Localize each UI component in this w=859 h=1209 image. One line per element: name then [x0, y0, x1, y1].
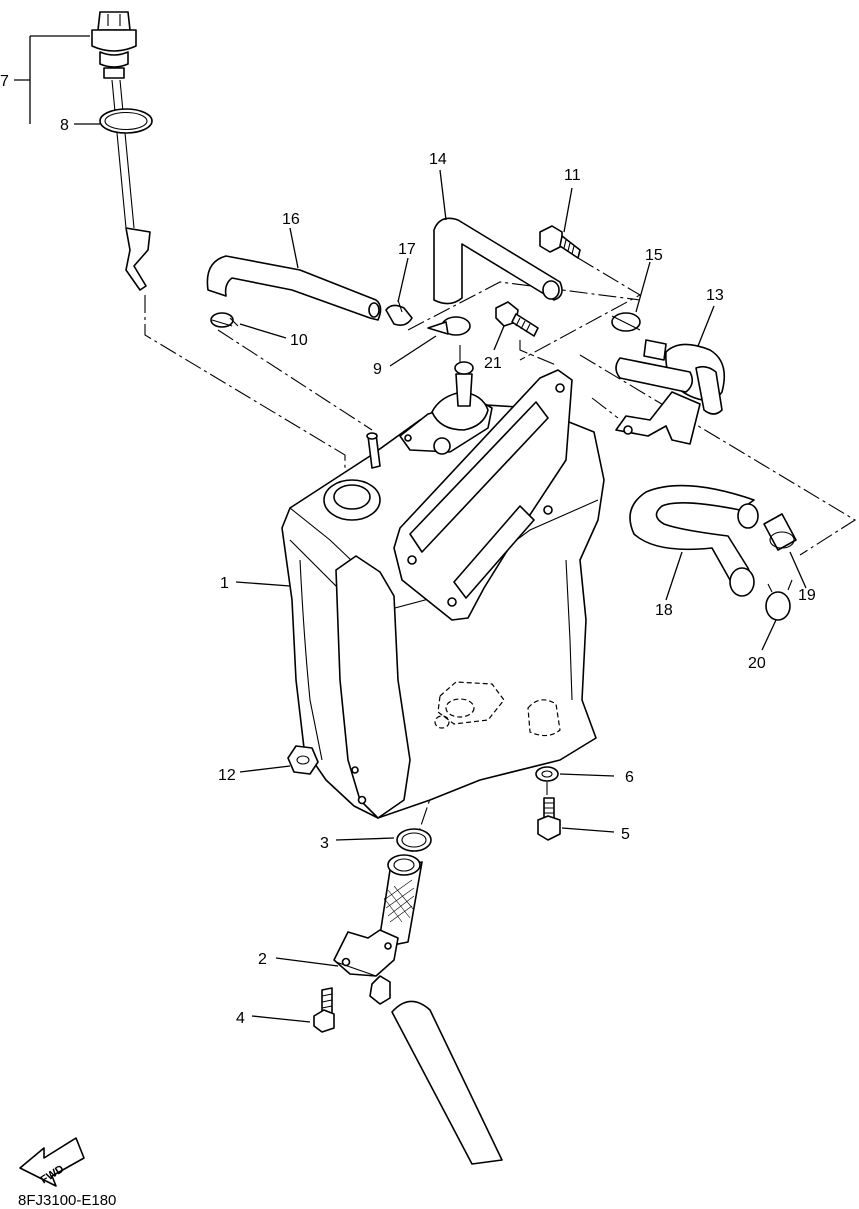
clip-20: [765, 579, 793, 621]
callout-12: 12: [218, 767, 236, 784]
bolt-11: [539, 225, 581, 259]
dipstick-o-ring: [99, 108, 153, 134]
callout-7: 7: [0, 73, 9, 90]
leader-lines: [14, 35, 807, 1023]
bolt-4: [313, 987, 335, 1033]
drain-bolt-5: [537, 797, 561, 841]
strainer-mesh: [383, 879, 415, 923]
callout-2: 2: [258, 951, 267, 968]
callout-20: 20: [748, 655, 766, 672]
clamp-19: [763, 513, 797, 551]
callout-8: 8: [60, 117, 69, 134]
callout-18: 18: [655, 602, 673, 619]
callout-14: 14: [429, 151, 447, 168]
callout-5: 5: [621, 826, 630, 843]
clamp-15: [611, 312, 641, 332]
o-ring-3: [396, 828, 432, 852]
callout-17: 17: [398, 241, 416, 258]
diagram-code: 8FJ3100-E180: [18, 1192, 116, 1209]
callouts: 7 8 1 2 3 4 5 6 9 10 11 12 13 14 15 16 1…: [0, 73, 816, 1027]
nut-12: [287, 745, 319, 775]
callout-4: 4: [236, 1010, 245, 1027]
dipstick: [91, 11, 151, 291]
clamp-17: [385, 299, 413, 326]
callout-13: 13: [706, 287, 724, 304]
bolt-21: [495, 301, 539, 337]
callout-10: 10: [290, 332, 308, 349]
washer-6: [535, 766, 559, 782]
clamp-10: [210, 312, 239, 328]
callout-6: 6: [625, 769, 634, 786]
outlet-pipe: [333, 854, 503, 1165]
callout-3: 3: [320, 835, 329, 852]
fwd-arrow: FWD: [19, 1137, 85, 1187]
hose-14: [433, 217, 563, 305]
breather-valve: [615, 339, 726, 445]
oil-tank: [281, 361, 605, 819]
callout-16: 16: [282, 211, 300, 228]
breather-hose: [206, 255, 382, 321]
callout-21: 21: [484, 355, 502, 372]
callout-19: 19: [798, 587, 816, 604]
callout-1: 1: [220, 575, 229, 592]
hose-18: [629, 484, 759, 597]
callout-9: 9: [373, 361, 382, 378]
clamp-9: [427, 316, 471, 336]
callout-11: 11: [564, 167, 581, 184]
callout-15: 15: [645, 247, 663, 264]
